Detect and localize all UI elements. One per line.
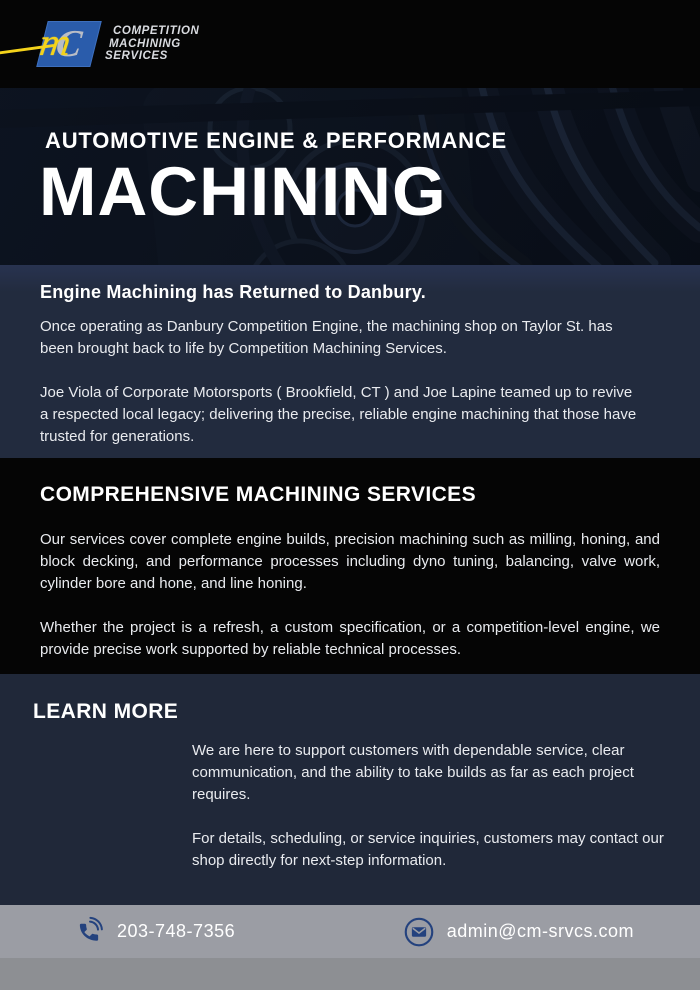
email-address: admin@cm-srvcs.com — [446, 921, 634, 941]
bottom-strip — [0, 958, 700, 990]
hero-title: MACHINING — [39, 153, 447, 230]
top-bar: C m COMPETITION MACHINING SERVICES — [0, 0, 700, 88]
hero-kicker: AUTOMOTIVE ENGINE & PERFORMANCE — [45, 128, 507, 153]
hero-banner: AUTOMOTIVE ENGINE & PERFORMANCE MACHININ… — [0, 88, 700, 265]
intro-paragraph-2: Joe Viola of Corporate Motorsports ( Bro… — [40, 384, 637, 446]
services-paragraph-1: Our services cover complete engine build… — [40, 531, 660, 593]
learn-more-paragraph-1: We are here to support customers with de… — [192, 742, 634, 804]
services-paragraph-2: Whether the project is a refresh, a cust… — [40, 619, 660, 659]
learn-more-heading: LEARN MORE — [33, 700, 179, 723]
intro-heading: Engine Machining has Returned to Danbury… — [40, 282, 426, 302]
phone-icon — [79, 916, 103, 941]
logo-m-script: m — [36, 24, 75, 64]
company-logo[interactable]: C m COMPETITION MACHINING SERVICES — [0, 21, 199, 67]
learn-more-section: LEARN MORE We are here to support custom… — [0, 674, 700, 905]
contact-bar: 203-748-7356 admin@cm-srvcs.com — [0, 905, 700, 958]
phone-contact[interactable]: 203-748-7356 — [72, 916, 235, 948]
email-contact[interactable]: admin@cm-srvcs.com — [404, 917, 634, 947]
phone-number: 203-748-7356 — [117, 921, 236, 941]
logo-word-services: SERVICES — [105, 50, 168, 63]
services-heading: COMPREHENSIVE MACHINING SERVICES — [40, 483, 476, 506]
logo-monogram: C m — [0, 21, 102, 67]
hero-dark-overlay — [0, 88, 700, 265]
intro-paragraph-1: Once operating as Danbury Competition En… — [40, 318, 613, 358]
envelope-icon — [404, 917, 434, 946]
learn-more-body: We are here to support customers with de… — [192, 740, 664, 872]
learn-more-paragraph-2: For details, scheduling, or service inqu… — [192, 830, 664, 870]
logo-word-machining: MACHINING — [109, 37, 181, 50]
intro-section: Engine Machining has Returned to Danbury… — [0, 265, 700, 458]
hero-copy: AUTOMOTIVE ENGINE & PERFORMANCE MACHININ… — [39, 128, 507, 226]
logo-word-competition: COMPETITION — [113, 25, 200, 38]
logo-wordmark: COMPETITION MACHINING SERVICES — [105, 25, 199, 62]
services-section: COMPREHENSIVE MACHINING SERVICES Our ser… — [0, 458, 700, 674]
